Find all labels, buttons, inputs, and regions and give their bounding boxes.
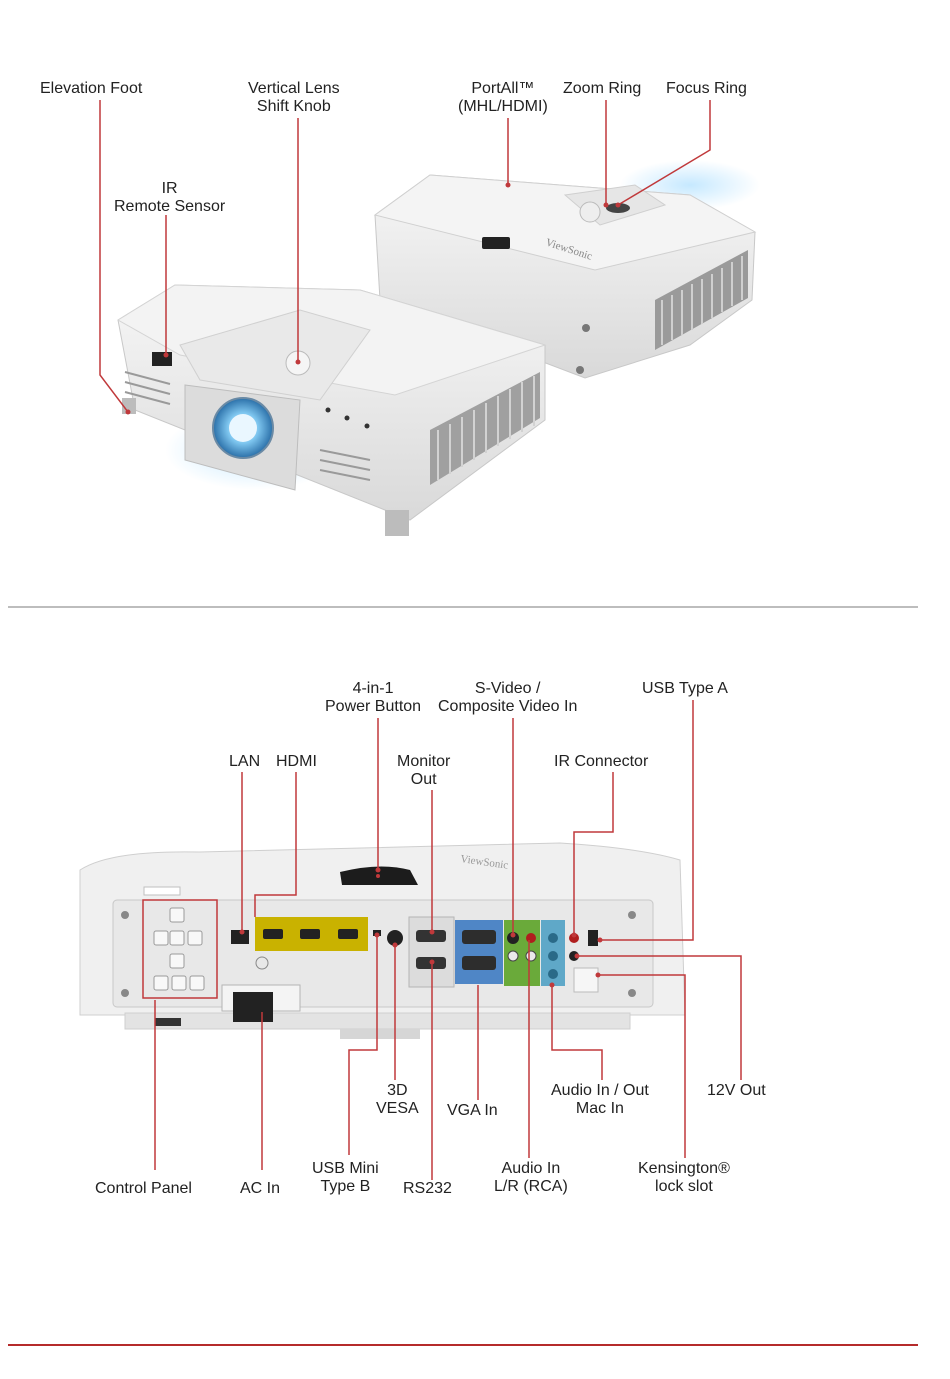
label-line: PortAll™ <box>471 80 535 97</box>
label-line: Mac In <box>575 1100 624 1117</box>
label-line: Type B <box>320 1178 371 1195</box>
label-audio-in-out: Audio In / Out Mac In <box>551 1082 649 1118</box>
label-line: (MHL/HDMI) <box>458 98 548 115</box>
section-divider-top <box>8 606 918 608</box>
label-line: 4-in-1 <box>352 680 394 697</box>
top-callout-lines <box>99 100 711 413</box>
label-line: Power Button <box>325 698 422 715</box>
label-ir-sensor: IR Remote Sensor <box>114 180 225 216</box>
label-elevation-foot: Elevation Foot <box>40 80 143 97</box>
label-line: Vertical Lens <box>248 80 340 97</box>
label-lens-shift-knob: Vertical Lens Shift Knob <box>248 80 340 116</box>
label-line: Remote Sensor <box>114 198 226 215</box>
label-rs232: RS232 <box>403 1180 452 1197</box>
label-zoom-ring: Zoom Ring <box>563 80 642 97</box>
label-line: IR <box>161 180 178 197</box>
label-vga-in: VGA In <box>447 1102 498 1119</box>
label-lan: LAN <box>229 753 261 770</box>
projector-front-view <box>117 284 547 536</box>
projector-front-illustration: ViewSonic <box>99 100 760 536</box>
label-usb-type-a: USB Type A <box>642 680 728 697</box>
label-line: L/R (RCA) <box>494 1178 568 1195</box>
label-usb-mini: USB Mini Type B <box>312 1160 379 1196</box>
label-line: VESA <box>376 1100 419 1117</box>
label-control-panel: Control Panel <box>95 1180 192 1197</box>
label-line: Audio In / Out <box>551 1082 649 1099</box>
label-line: Composite Video In <box>438 698 578 715</box>
label-monitor-out: Monitor Out <box>397 753 450 789</box>
label-focus-ring: Focus Ring <box>666 80 747 97</box>
section-divider-bottom <box>8 1344 918 1346</box>
label-line: Monitor <box>397 753 451 770</box>
label-ir-connector: IR Connector <box>554 753 649 770</box>
label-line: USB Mini <box>312 1160 379 1177</box>
label-line: 3D <box>387 1082 408 1099</box>
label-portall: PortAll™ (MHL/HDMI) <box>458 80 548 116</box>
label-audio-rca: Audio In L/R (RCA) <box>494 1160 568 1196</box>
label-kensington: Kensington® lock slot <box>638 1160 730 1196</box>
label-line: Shift Knob <box>256 98 331 115</box>
label-ac-in: AC In <box>240 1180 281 1197</box>
label-hdmi: HDMI <box>276 753 317 770</box>
label-line: lock slot <box>655 1178 713 1195</box>
label-12v-out: 12V Out <box>707 1082 766 1099</box>
label-svideo: S-Video / Composite Video In <box>438 680 577 716</box>
label-power-button: 4-in-1 Power Button <box>325 680 421 716</box>
label-line: Kensington® <box>638 1160 730 1177</box>
rear-callout-lines <box>154 700 742 1180</box>
label-3d-vesa: 3D VESA <box>376 1082 419 1118</box>
label-line: Out <box>410 771 437 788</box>
label-line: Audio In <box>501 1160 561 1177</box>
label-line: S-Video / <box>474 680 541 697</box>
projector-rear-view-top: ViewSonic <box>373 160 760 379</box>
